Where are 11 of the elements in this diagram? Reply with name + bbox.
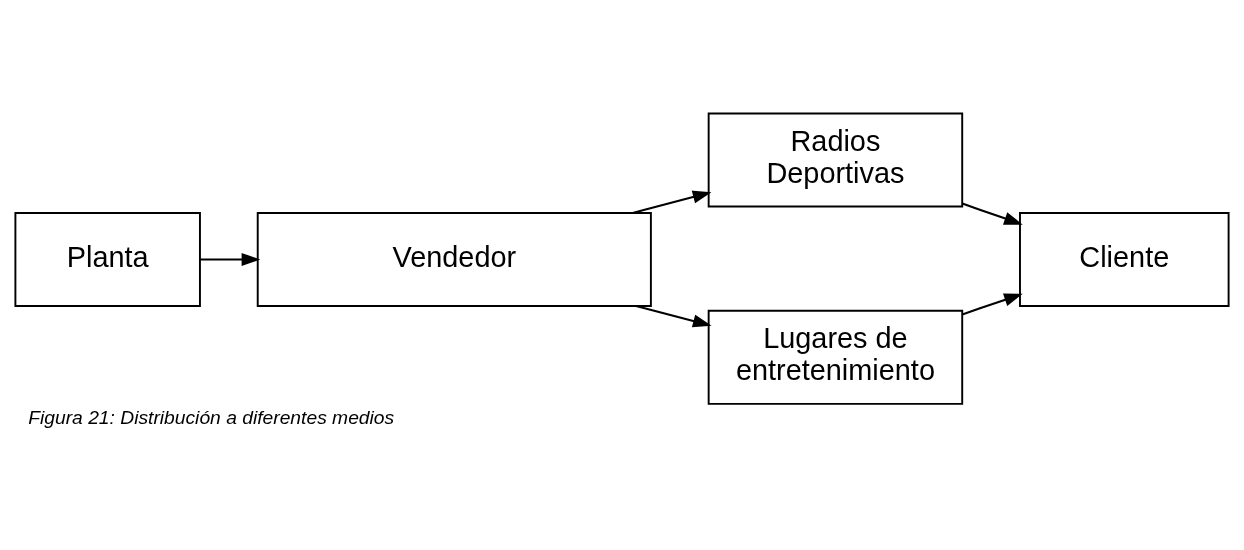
arrow bbox=[632, 190, 712, 214]
arrow bbox=[199, 252, 261, 266]
node-box: Cliente bbox=[1019, 211, 1230, 307]
arrow bbox=[961, 202, 1023, 225]
arrow bbox=[635, 304, 712, 327]
node-box: Vendedor bbox=[256, 211, 652, 307]
arrow bbox=[962, 293, 1023, 315]
node-box: Lugares de entretenimiento bbox=[707, 309, 964, 405]
node-box: Radios Deportivas bbox=[707, 111, 964, 207]
caption: Figura 21: Distribución a diferentes medios bbox=[28, 406, 395, 428]
node-box: Planta bbox=[14, 211, 201, 307]
